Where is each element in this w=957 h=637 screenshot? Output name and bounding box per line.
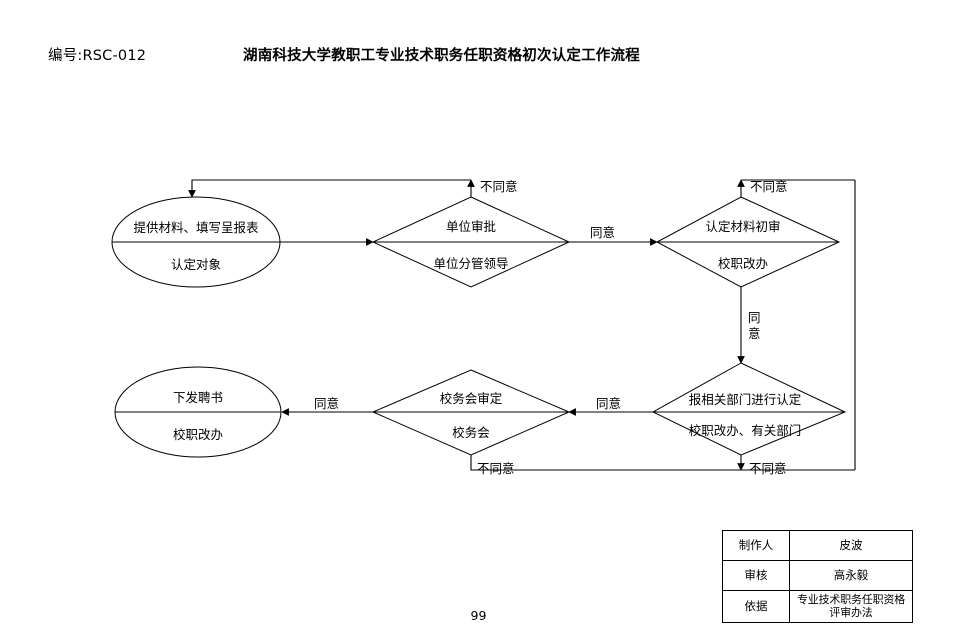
- signature-value-producer: 皮波: [789, 530, 913, 561]
- edge-unit-approval-reject-return: [188, 179, 471, 198]
- node-report-depts-action: 报相关部门进行认定: [689, 392, 802, 407]
- signature-table: 制作人 皮波 审核 高永毅 依据 专业技术职务任职资格评审办法: [722, 530, 913, 623]
- table-row: 审核 高永毅: [722, 560, 913, 591]
- node-issue-letter-actor: 校职改办: [173, 427, 223, 442]
- edge-label-review-to-depts-agree-2: 意: [748, 326, 761, 341]
- document-code: 编号:RSC-012: [48, 48, 147, 64]
- node-first-review[interactable]: 认定材料初审 校职改办: [655, 196, 841, 288]
- node-unit-approval[interactable]: 单位审批 单位分管领导: [371, 196, 571, 288]
- node-unit-approval-action: 单位审批: [446, 219, 496, 234]
- edge-label-unit-approval-reject: 不同意: [480, 179, 518, 194]
- edge-label-meeting-to-issue-agree: 同意: [314, 396, 339, 411]
- node-unit-approval-actor: 单位分管领导: [433, 256, 508, 271]
- node-start-actor: 认定对象: [171, 257, 221, 272]
- node-issue-letter[interactable]: 下发聘书 校职改办: [114, 366, 282, 458]
- node-report-depts-shape: [651, 362, 847, 456]
- edge-label-unit-to-review-agree: 同意: [590, 225, 615, 240]
- edge-label-report-depts-reject: 不同意: [749, 461, 787, 476]
- node-report-depts-actor: 校职改办、有关部门: [689, 423, 802, 438]
- node-issue-letter-action: 下发聘书: [173, 390, 223, 405]
- edge-label-first-review-reject: 不同意: [750, 179, 788, 194]
- edge-label-depts-to-meeting-agree: 同意: [596, 396, 621, 411]
- table-row: 制作人 皮波: [722, 530, 913, 561]
- signature-label-reviewer: 审核: [722, 560, 790, 591]
- signature-label-producer: 制作人: [722, 530, 790, 561]
- page-number: 99: [470, 608, 487, 623]
- node-school-meeting-action: 校务会审定: [440, 391, 503, 406]
- node-start-action: 提供材料、填写呈报表: [133, 220, 259, 235]
- node-first-review-actor: 校职改办: [718, 256, 768, 271]
- node-school-meeting[interactable]: 校务会审定 校务会: [371, 369, 571, 456]
- node-first-review-action: 认定材料初审: [705, 219, 780, 234]
- page-title: 湖南科技大学教职工专业技术职务任职资格初次认定工作流程: [243, 48, 640, 64]
- node-start[interactable]: 提供材料、填写呈报表 认定对象: [111, 196, 281, 288]
- signature-label-basis: 依据: [722, 590, 790, 623]
- edge-school-meeting-reject: [470, 455, 741, 471]
- node-school-meeting-actor: 校务会: [452, 425, 490, 440]
- edge-label-school-meeting-reject: 不同意: [477, 461, 515, 476]
- signature-value-basis: 专业技术职务任职资格评审办法: [789, 590, 913, 623]
- node-report-depts[interactable]: 报相关部门进行认定 校职改办、有关部门: [651, 362, 847, 456]
- signature-value-reviewer: 高永毅: [789, 560, 913, 591]
- table-row: 依据 专业技术职务任职资格评审办法: [722, 590, 913, 623]
- edge-label-review-to-depts-agree-1: 同: [748, 310, 761, 325]
